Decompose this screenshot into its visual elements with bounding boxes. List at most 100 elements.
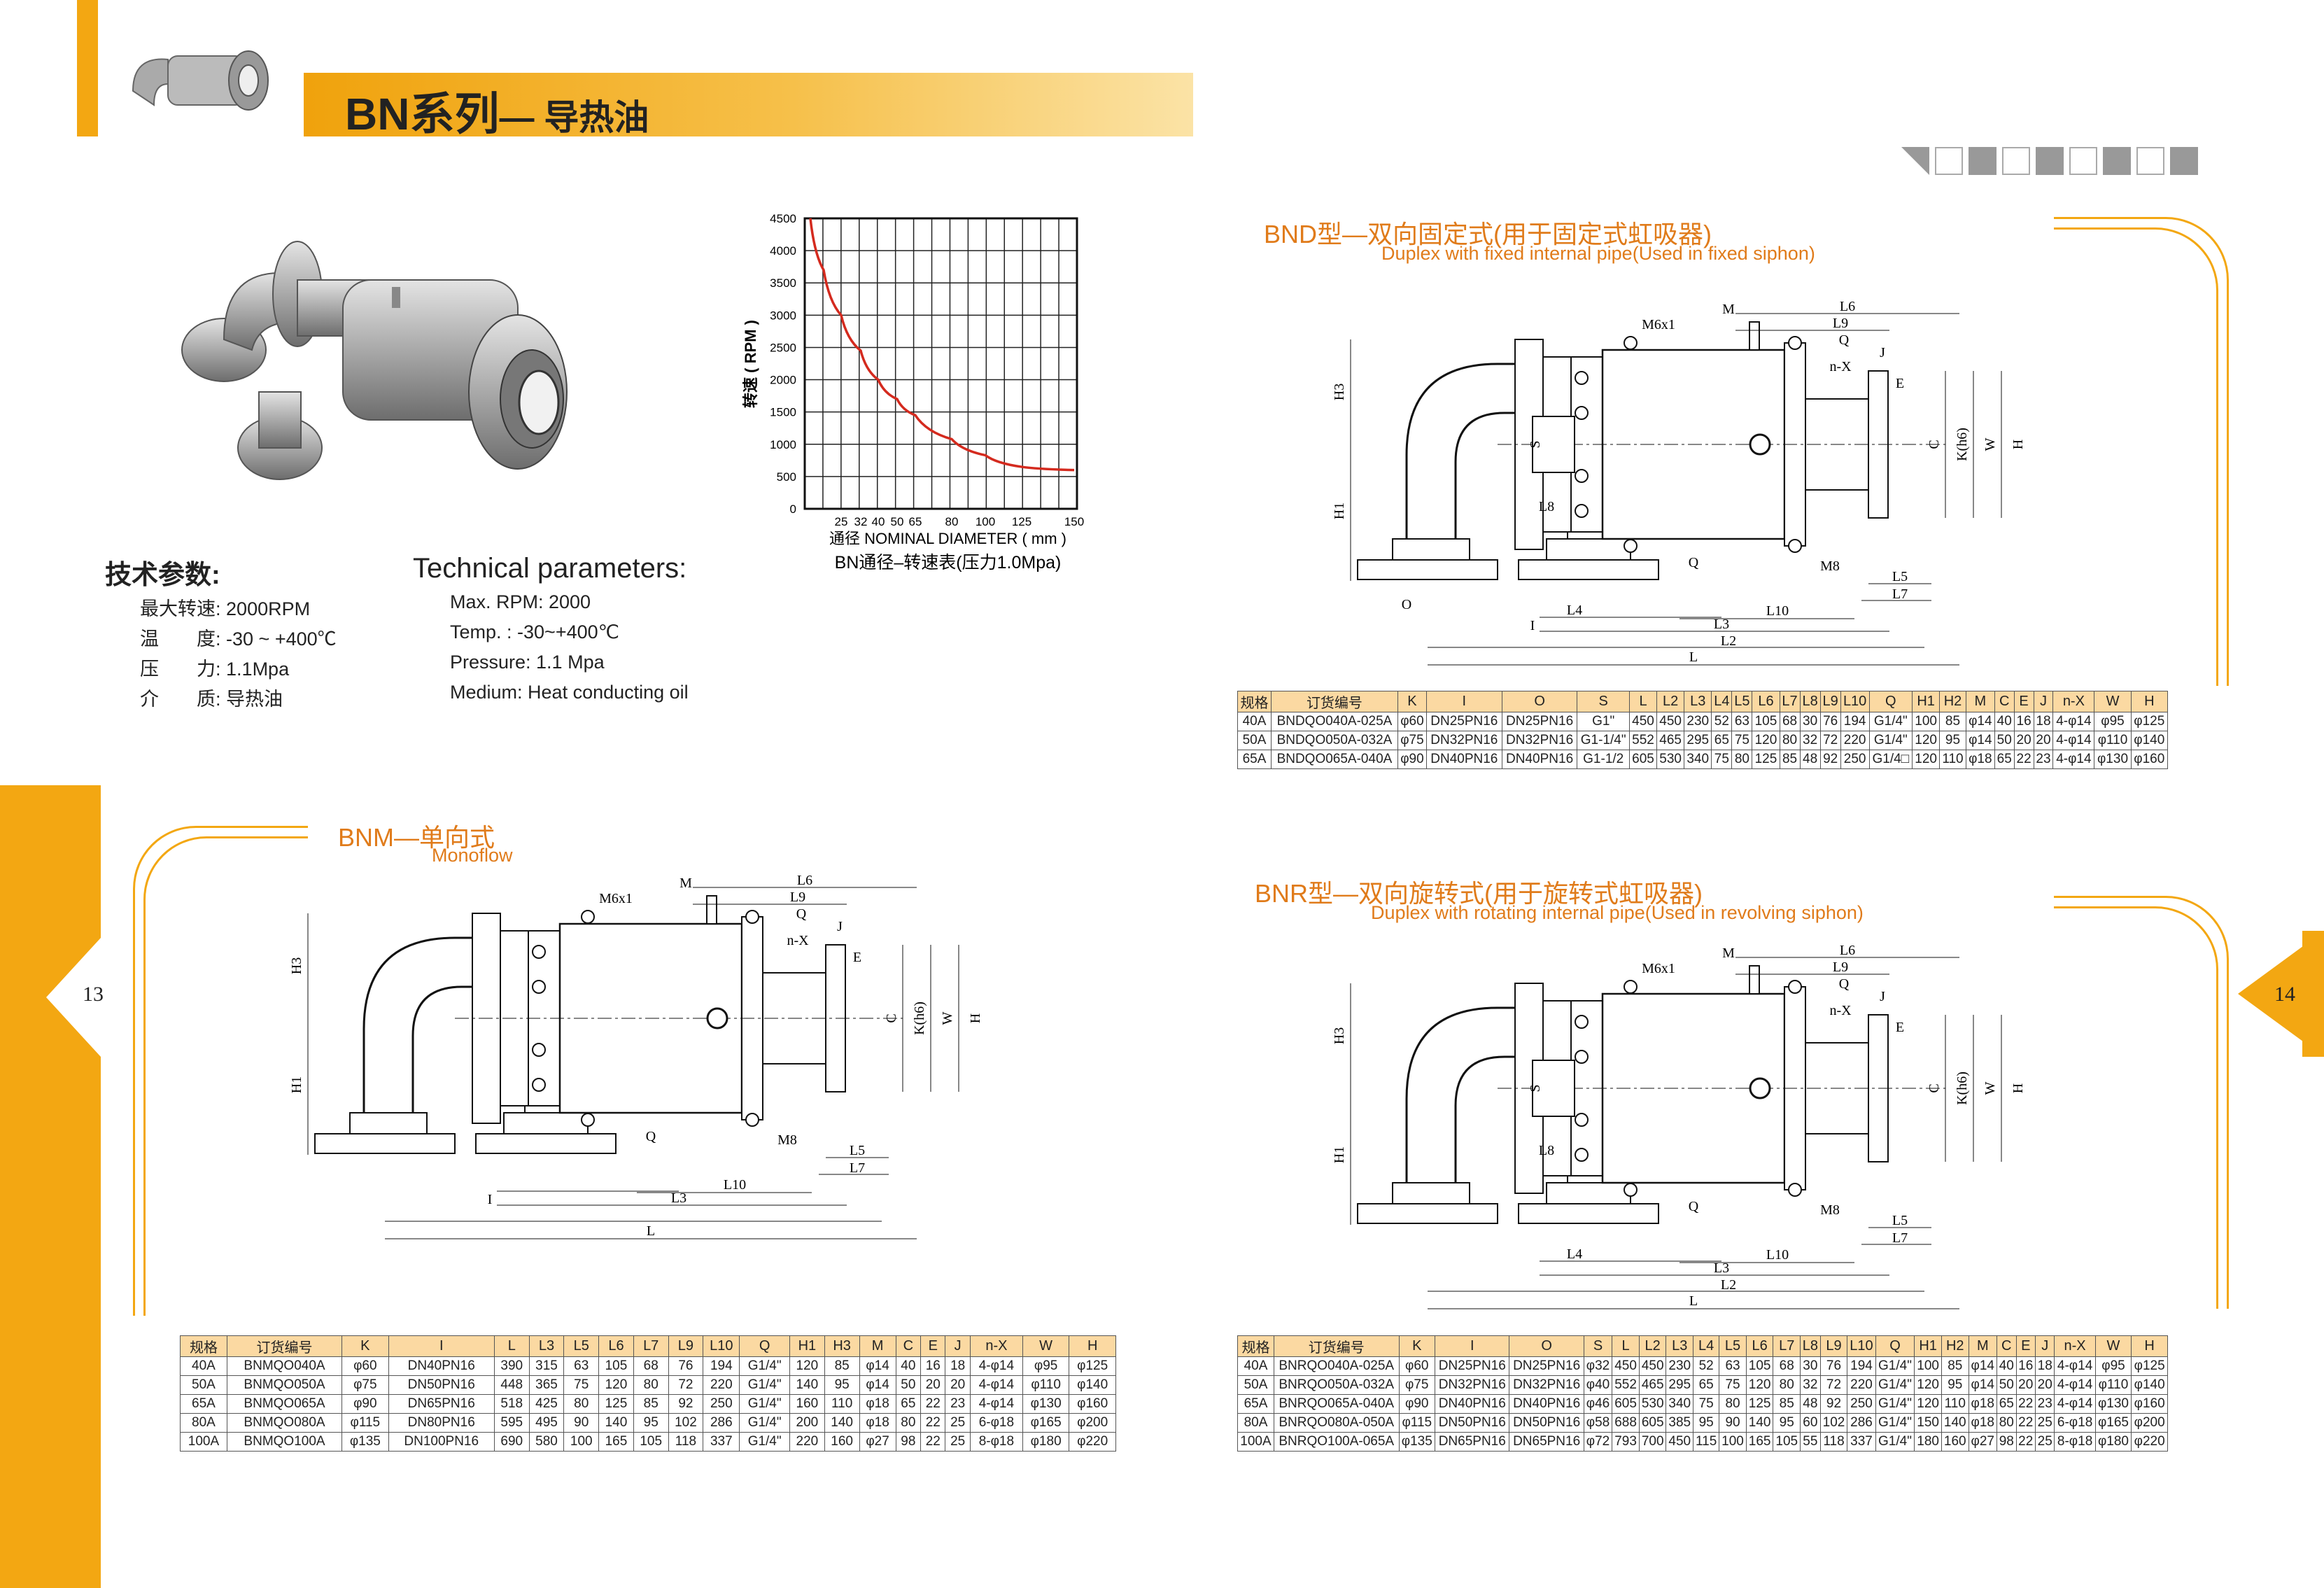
column-header: L6 — [1752, 691, 1780, 712]
table-cell: φ140 — [2131, 1375, 2168, 1395]
table-cell: 63 — [1731, 712, 1753, 731]
table-cell: 25 — [2034, 1413, 2055, 1433]
bolt-icon — [1575, 1113, 1589, 1127]
dimension-label-w: W — [940, 1011, 955, 1025]
column-header: H1 — [789, 1335, 825, 1357]
table-cell: 120 — [1912, 731, 1941, 750]
table-cell: φ110 — [2094, 1375, 2132, 1395]
table-cell: 165 — [598, 1432, 634, 1452]
base-foot — [314, 1133, 456, 1154]
column-header: K — [1397, 691, 1427, 712]
table-cell: 72 — [668, 1375, 704, 1395]
table-cell: 450 — [1628, 712, 1658, 731]
table-cell: 385 — [1665, 1413, 1694, 1433]
table-cell: 118 — [1819, 1432, 1848, 1452]
column-header: L9 — [1819, 1335, 1848, 1357]
column-header: L2 — [1638, 1335, 1667, 1357]
bolt-icon — [1575, 406, 1589, 420]
bnr-title: BNR型—双向旋转式(用于旋转式虹吸器) — [1255, 879, 1703, 908]
column-header: n-X — [2054, 1335, 2096, 1357]
dimension-label-c: C — [884, 1013, 899, 1023]
indicator-square — [2103, 147, 2131, 175]
params-cn-heading: 技术参数: — [105, 561, 220, 590]
dimension-label-h: H — [2010, 440, 2026, 449]
table-cell: 200 — [789, 1413, 825, 1433]
decor-arc — [133, 826, 308, 1316]
bolt-icon — [745, 910, 759, 924]
plot-frame — [803, 217, 1078, 510]
table-cell: 32 — [1799, 731, 1821, 750]
grease-nipple — [706, 895, 717, 925]
table-cell: 85 — [1941, 1356, 1969, 1376]
table-cell: DN32PN16 — [1435, 1375, 1510, 1395]
table-cell: 4-φ14 — [969, 1356, 1023, 1376]
table-cell: 75 — [563, 1375, 600, 1395]
table-cell: 140 — [789, 1375, 825, 1395]
table-cell: G1/4" — [1875, 1432, 1915, 1452]
table-cell: 22 — [2013, 750, 2034, 769]
dimension-label-l4: L4 — [1567, 603, 1582, 618]
bolt-icon — [1624, 539, 1638, 553]
column-header: J — [2034, 1335, 2055, 1357]
port-icon — [1749, 433, 1771, 456]
column-header: L4 — [1693, 1335, 1720, 1357]
param-row: 介 质: 导热油 — [140, 684, 337, 714]
table-cell: 450 — [1656, 712, 1685, 731]
table-cell: φ72 — [1583, 1432, 1613, 1452]
table-cell: φ180 — [2094, 1432, 2132, 1452]
dimension-label-m: M — [1722, 946, 1735, 961]
dimension-label-k: K(h6) — [1955, 1071, 1970, 1105]
dimension-label-l: L — [1689, 1293, 1698, 1309]
y-tick-label: 2000 — [770, 374, 796, 387]
table-cell: 605 — [1612, 1394, 1640, 1414]
table-cell: 700 — [1638, 1432, 1667, 1452]
y-tick-label: 3500 — [770, 276, 796, 290]
dimension-label-l7: L7 — [1892, 1230, 1908, 1246]
dimension-label-w: W — [1983, 437, 1998, 451]
param-label: 介 质: — [140, 689, 221, 710]
y-tick-label: 4500 — [770, 212, 796, 225]
table-cell: 68 — [1779, 712, 1801, 731]
table-cell: φ200 — [1069, 1413, 1116, 1433]
table-cell: 20 — [2013, 731, 2034, 750]
table-cell: 465 — [1656, 731, 1685, 750]
table-cell: 125 — [1752, 750, 1780, 769]
dimension-label-l10: L10 — [1766, 603, 1789, 619]
table-cell: 793 — [1612, 1432, 1640, 1452]
page-title: BN系列— 导热油 — [345, 78, 649, 143]
y-tick-label: 500 — [777, 470, 796, 484]
table-cell: 4-φ14 — [2054, 1356, 2096, 1376]
table-cell: 100 — [563, 1432, 600, 1452]
dimension-label-l9: L9 — [790, 890, 805, 905]
x-axis-label: 通径 NOMINAL DIAMETER ( mm ) — [829, 530, 1066, 547]
dimension-label-h1: H1 — [1332, 1146, 1347, 1163]
column-header: E — [2013, 691, 2034, 712]
dimension-label-q1: Q — [796, 906, 807, 922]
base-foot — [1518, 559, 1659, 580]
table-cell: G1/4" — [1875, 1394, 1915, 1414]
table-cell: 80A — [1237, 1413, 1274, 1433]
bolt-icon — [1575, 504, 1589, 518]
x-tick-label: 65 — [909, 515, 922, 528]
table-cell: 65A — [1237, 750, 1272, 769]
column-header: O — [1509, 1335, 1584, 1357]
indicator-square — [2136, 147, 2164, 175]
indicator-square — [1935, 147, 1963, 175]
dimension-label-j: J — [1880, 989, 1885, 1004]
column-header: W — [2094, 1335, 2132, 1357]
table-cell: 450 — [1638, 1356, 1667, 1376]
table-cell: BNMQO100A — [226, 1432, 343, 1452]
table-cell: 118 — [668, 1432, 704, 1452]
column-header: J — [2033, 691, 2054, 712]
table-cell: φ110 — [1022, 1375, 1070, 1395]
table-cell: DN25PN16 — [1509, 1356, 1584, 1376]
dimension-label-q2: Q — [1689, 555, 1699, 570]
table-cell: DN65PN16 — [1435, 1432, 1510, 1452]
param-value: -30 ~ +400℃ — [226, 628, 337, 649]
table-cell: φ140 — [2130, 731, 2169, 750]
table-cell: 75 — [1711, 750, 1733, 769]
